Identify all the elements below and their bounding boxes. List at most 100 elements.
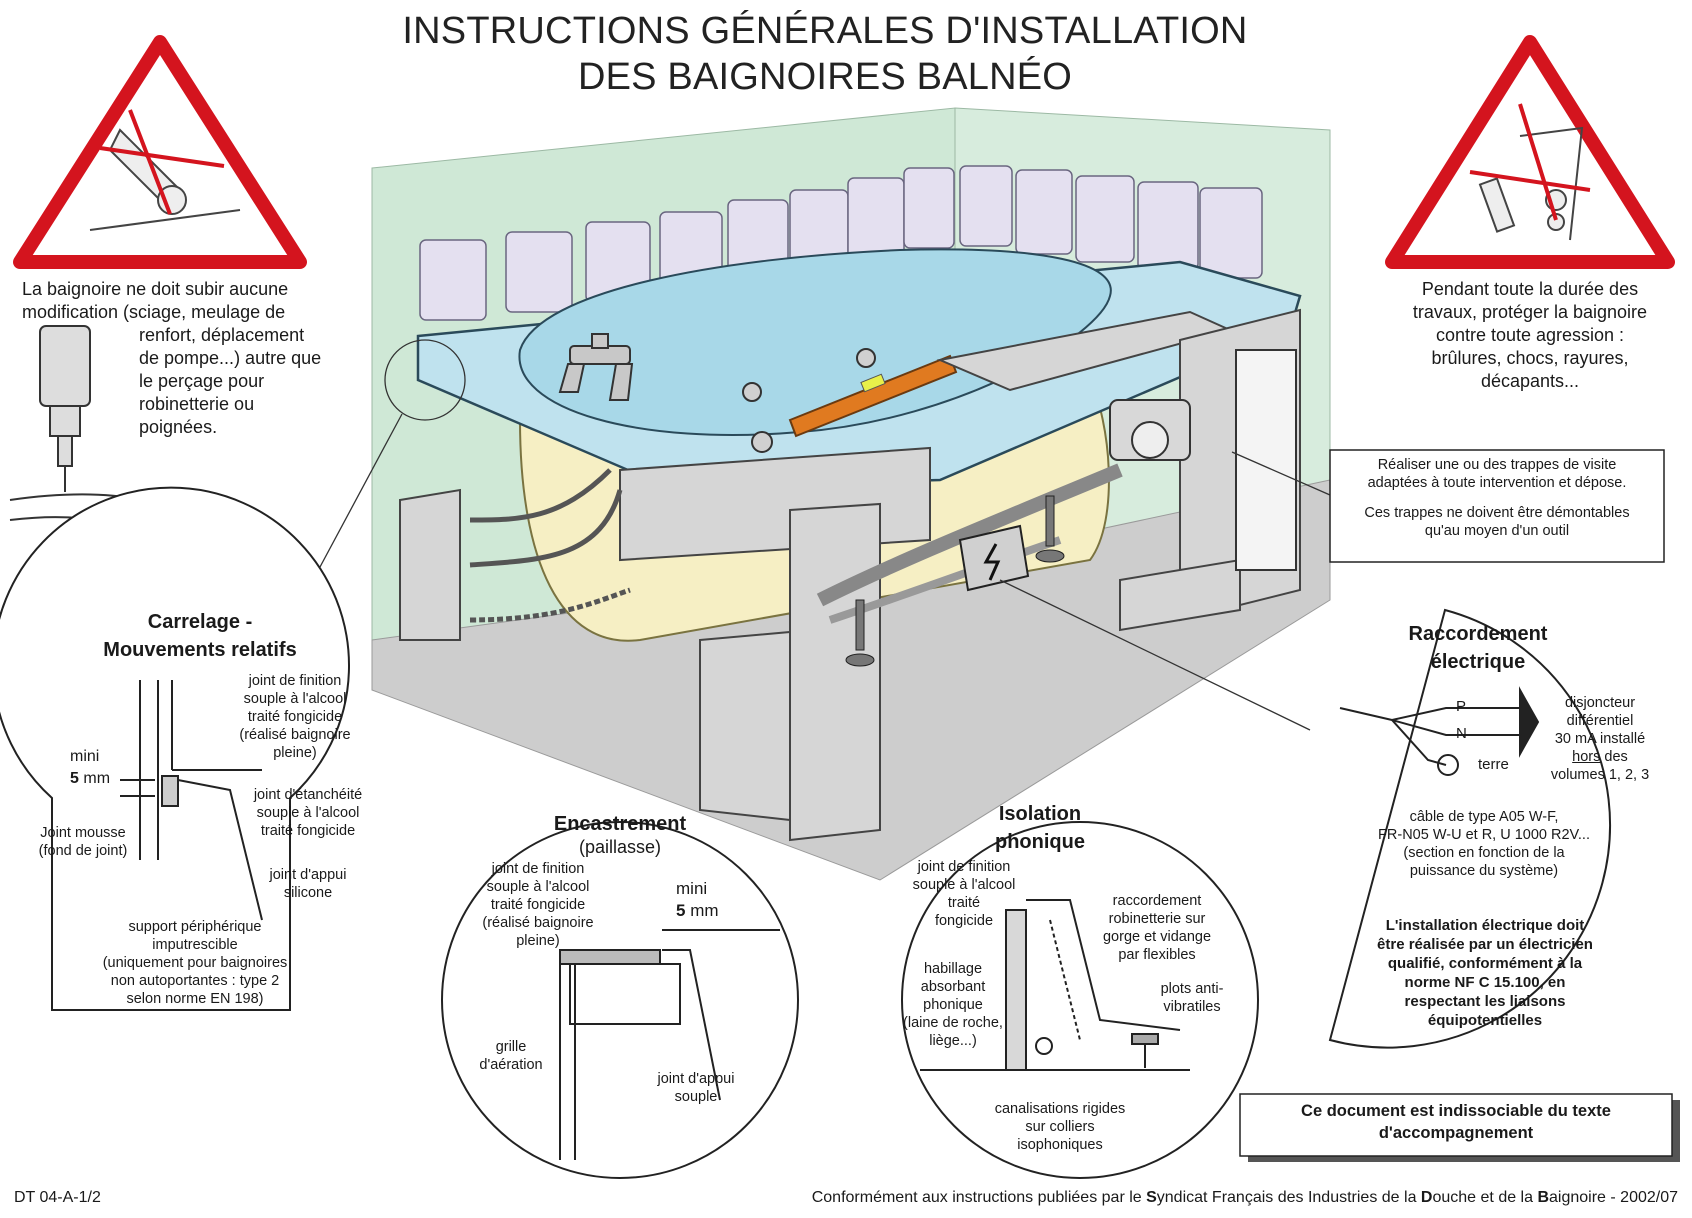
label-line: par flexibles: [1118, 947, 1196, 963]
faucet: [558, 333, 634, 401]
label-line: non autoportantes : type 2: [110, 973, 280, 989]
label-line: des: [1600, 749, 1628, 765]
footer-text: ouche et de la: [1432, 1189, 1538, 1206]
carrelage-title-line: Carrelage -: [147, 611, 253, 633]
mini-value: 5: [70, 770, 79, 787]
warning-left-line: robinetterie ou: [139, 394, 255, 414]
encastrement-finition-label: joint de finition souple à l'alcool trai…: [468, 860, 608, 950]
label-line: phonique: [923, 997, 983, 1013]
label-line: souple: [674, 1089, 718, 1105]
label-line: vibratiles: [1163, 999, 1221, 1015]
warning-left-line: La baignoire ne doit subir aucune: [22, 279, 289, 299]
label-line: plots anti-: [1160, 981, 1224, 997]
label-line: habillage: [923, 961, 983, 977]
trappes-line: qu'au moyen d'un outil: [1424, 523, 1570, 539]
spirit-level: [788, 354, 958, 438]
label-line: liège...): [929, 1033, 977, 1049]
isolation-title-line: phonique: [995, 831, 1085, 853]
label-line: puissance du système): [1409, 863, 1559, 879]
electrique-title-line: électrique: [1430, 651, 1526, 673]
label-line: respectant les liaisons: [1404, 993, 1566, 1010]
electrique-title-line: Raccordement: [1408, 623, 1548, 645]
label-line: isophoniques: [1017, 1137, 1103, 1153]
carrelage-support-label: support périphérique imputrescible (uniq…: [80, 918, 310, 1008]
mini-text: mini: [676, 879, 708, 898]
label-line: pleine): [516, 933, 560, 949]
doc-note-line: Ce document est indissociable du texte: [1301, 1102, 1611, 1120]
mini-unit: mm: [690, 901, 719, 920]
label-line: gorge et vidange: [1102, 929, 1212, 945]
footer-text: Conformément aux instructions publiées p…: [811, 1189, 1147, 1206]
carrelage-appui-label: joint d'appui silicone: [258, 866, 358, 902]
carrelage-section-drawing: [120, 680, 263, 921]
label-line: FR-N05 W-U et R, U 1000 R2V...: [1378, 827, 1590, 843]
electric-box: [958, 524, 1030, 592]
warning-left-line: poignées.: [139, 417, 218, 437]
encastrement-title-main: Encastrement: [553, 813, 687, 835]
page-title: INSTRUCTIONS GÉNÉRALES D'INSTALLATION DE…: [300, 8, 1350, 100]
footer-initial: B: [1537, 1189, 1550, 1206]
title-line-1: INSTRUCTIONS GÉNÉRALES D'INSTALLATION: [402, 10, 1248, 52]
label-line: différentiel: [1566, 713, 1634, 729]
label-line: (fond de joint): [38, 843, 128, 859]
footer-initial: D: [1420, 1189, 1433, 1206]
pump: [1109, 399, 1191, 461]
cable-label: câble de type A05 W-F, FR-N05 W-U et R, …: [1354, 808, 1614, 880]
encastrement-mini-label: mini 5 mm: [676, 878, 719, 922]
label-line: imputrescible: [152, 937, 238, 953]
label-line: traité fongicide: [247, 709, 343, 725]
disjoncteur-label: disjoncteur différentiel 30 mA installé …: [1540, 694, 1660, 784]
footer-initial: S: [1146, 1189, 1157, 1206]
encastrement-appui-label: joint d'appui souple: [646, 1070, 746, 1106]
label-line: robinetterie sur: [1108, 911, 1206, 927]
label-line: souple à l'alcool: [243, 691, 347, 707]
footer-text: yndicat Français des Industries de la: [1156, 1189, 1421, 1206]
label-line: support périphérique: [128, 919, 262, 935]
detail-circles: [0, 486, 1612, 1179]
label-line: raccordement: [1112, 893, 1202, 909]
label-line: joint de finition: [248, 673, 342, 689]
trappes-line: adaptées à toute intervention et dépose.: [1367, 475, 1627, 491]
warning-right-line: travaux, protéger la baignoire: [1412, 302, 1648, 322]
trappes-box-frame: [1329, 449, 1665, 563]
isolation-canal-label: canalisations rigides sur colliers isoph…: [970, 1100, 1150, 1154]
warning-right-text: Pendant toute la durée des travaux, prot…: [1380, 278, 1680, 393]
electrique-title: Raccordement électrique: [1358, 620, 1598, 676]
isolation-raccord-label: raccordement robinetterie sur gorge et v…: [1092, 892, 1222, 964]
label-line: souple à l'alcool: [912, 877, 1016, 893]
trappes-line: Ces trappes ne doivent être démontables: [1364, 505, 1630, 521]
warning-right-line: contre toute agression :: [1435, 325, 1625, 345]
label-line: Joint mousse: [40, 825, 126, 841]
warning-right-line: brûlures, chocs, rayures,: [1431, 348, 1629, 368]
warning-left-line: de pompe...) autre que: [139, 348, 322, 368]
warning-left-line: le perçage pour: [139, 371, 265, 391]
tub-feet: [845, 495, 1065, 667]
carrelage-title: Carrelage - Mouvements relatifs: [60, 608, 340, 664]
warning-triangle-right: [1385, 35, 1675, 269]
isolation-plots-label: plots anti- vibratiles: [1152, 980, 1232, 1016]
doc-note: Ce document est indissociable du texte d…: [1244, 1100, 1668, 1144]
label-line: norme NF C 15.100, en: [1404, 974, 1566, 991]
label-line: traité fongicide: [490, 897, 586, 913]
warning-triangle-left: [13, 35, 307, 269]
warning-left-line: modification (sciage, meulage de: [22, 302, 286, 322]
title-line-2: DES BAIGNOIRES BALNÉO: [577, 56, 1073, 98]
isolation-finition-label: joint de finition souple à l'alcool trai…: [904, 858, 1024, 930]
isolation-title-line: Isolation: [998, 803, 1082, 825]
carrelage-etancheite-label: joint d'étanchéité souple à l'alcool tra…: [238, 786, 378, 840]
label-line: canalisations rigides: [994, 1101, 1126, 1117]
label-line: joint d'appui: [657, 1071, 735, 1087]
doc-box-frame: [1239, 1093, 1673, 1157]
isolation-habillage-label: habillage absorbant phonique (laine de r…: [898, 960, 1008, 1050]
encastrement-title-sub: (paillasse): [578, 837, 662, 857]
label-line: grille: [495, 1039, 527, 1055]
earth-label: terre: [1478, 756, 1509, 773]
footer-credit: Conformément aux instructions publiées p…: [812, 1188, 1678, 1208]
label-line: qualifié, conformément à la: [1387, 955, 1583, 972]
label-line: 30 mA installé: [1554, 731, 1646, 747]
label-line: traité fongicide: [260, 823, 356, 839]
label-line: (section en fonction de la: [1403, 845, 1565, 861]
label-line: souple à l'alcool: [256, 805, 360, 821]
label-line: absorbant: [920, 979, 986, 995]
